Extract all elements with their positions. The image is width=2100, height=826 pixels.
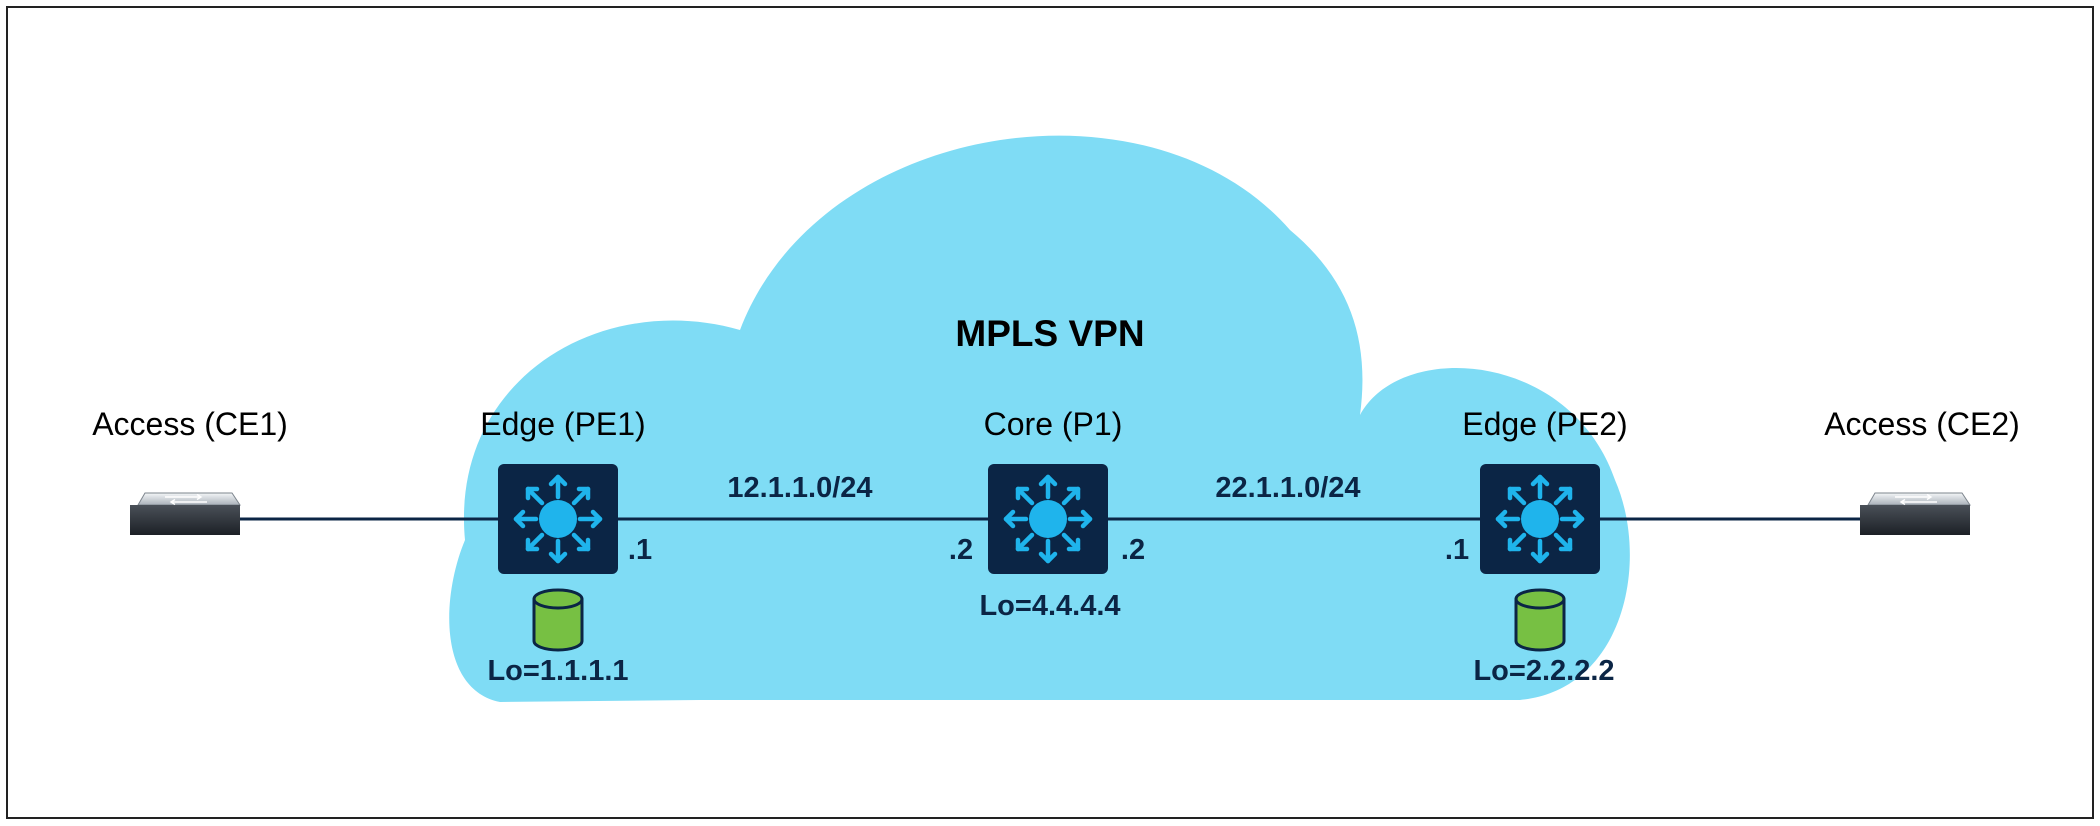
subnet-p1-pe2: 22.1.1.0/24 — [1215, 472, 1360, 504]
pe2-router-icon[interactable] — [1480, 464, 1600, 574]
p1-label: Core (P1) — [984, 406, 1123, 442]
ce1-switch-icon[interactable] — [129, 492, 241, 536]
subnet-pe1-p1: 12.1.1.0/24 — [727, 472, 872, 504]
pe2-label: Edge (PE2) — [1462, 406, 1627, 442]
ce2-switch-icon[interactable] — [1859, 492, 1971, 536]
ce2-label: Access (CE2) — [1824, 406, 2020, 442]
pe1-loopback: Lo=1.1.1.1 — [487, 655, 628, 687]
p1-interface-right-label: .2 — [1121, 534, 1145, 566]
p1-router-icon[interactable] — [988, 464, 1108, 574]
cloud-label: MPLS VPN — [955, 313, 1144, 354]
pe2-interface-label: .1 — [1445, 534, 1469, 566]
ce1-label: Access (CE1) — [92, 406, 288, 442]
pe1-interface-label: .1 — [628, 534, 652, 566]
p1-interface-left-label: .2 — [949, 534, 973, 566]
pe1-label: Edge (PE1) — [480, 406, 645, 442]
mpls-cloud — [449, 135, 1630, 703]
pe2-loopback: Lo=2.2.2.2 — [1473, 655, 1614, 687]
pe1-router-icon[interactable] — [498, 464, 618, 574]
pe2-database-icon — [1514, 588, 1566, 652]
pe1-database-icon — [532, 588, 584, 652]
p1-loopback: Lo=4.4.4.4 — [979, 590, 1120, 622]
